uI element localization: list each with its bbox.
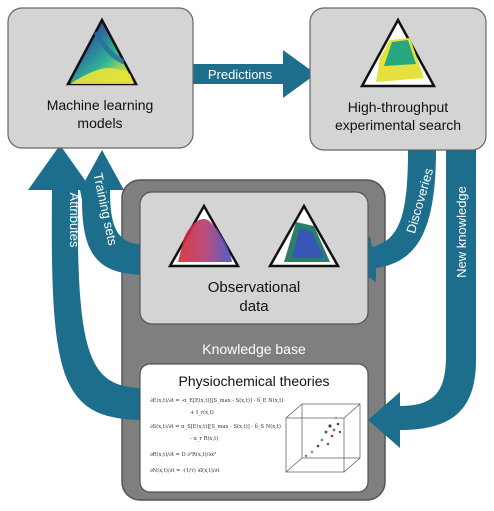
ternary-scatter-icon-2 [267,203,341,268]
equation-1: ∂E(x,t)/∂t = -α_E[E(x,t)][S_max - S(x,t)… [150,397,283,404]
ternary-heatmap-icon [65,17,139,86]
theories-box [139,363,369,493]
knowledge-base-label: Knowledge base [202,341,306,357]
equation-2: + I_r(x,t) [190,409,214,416]
training-sets-arrow [80,150,148,275]
equation-4: - α_r R(x,t) [190,435,218,442]
ternary-scatter-icon [167,203,241,268]
attributes-arrow [28,145,145,420]
obs-label-line1: Observational [208,279,301,296]
hte-label-line1: High-throughput [348,99,449,115]
obs-label-line2: data [239,298,269,315]
3d-scatter-cube-icon [285,403,361,473]
predictions-label: Predictions [208,67,273,82]
predictions-arrow [193,50,316,98]
attributes-label: Attributes [67,193,82,248]
equation-6: ∂N(x,t)/∂t = -(1/τ) ∂I(x,t)/∂t [150,467,220,474]
ternary-region-icon [359,17,437,88]
theories-title: Physiochemical theories [179,373,330,389]
new-knowledge-label: New knowledge [454,186,469,278]
ml-models-label-line2: models [77,115,122,131]
hte-label-line2: experimental search [335,117,461,133]
new-knowledge-arrow [368,150,476,448]
equation-5: ∂R(x,t)/∂t = D ∂²R(x,t)/∂x² [150,451,216,458]
ml-models-label-line1: Machine learning [47,97,154,113]
equation-3: ∂S(x,t)/∂t = α_S[E(x,t)][S_max - S(x,t)]… [150,423,281,430]
